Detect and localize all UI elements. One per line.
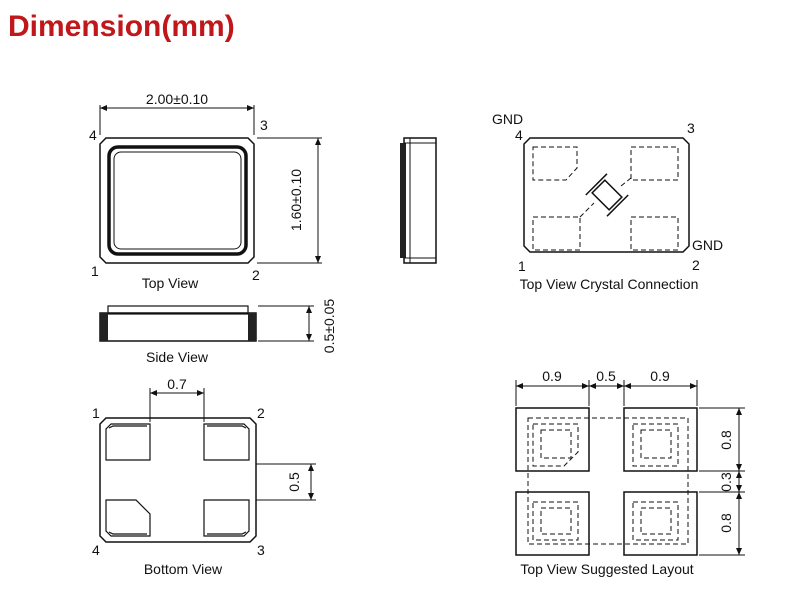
bottom-pad-2 — [203, 423, 250, 461]
side-view-lid — [107, 305, 249, 315]
layout-land-2 — [623, 407, 698, 472]
crystal-pad-3 — [630, 146, 679, 181]
bottom-view — [99, 388, 316, 543]
bottom-pad-1 — [105, 423, 151, 461]
crystal-pad-2 — [630, 216, 679, 251]
bottom-pad-3 — [203, 499, 250, 537]
crystal-gnd-bottom-label: GND — [692, 237, 723, 253]
layout-dim-right: 0.9 — [650, 368, 670, 384]
top-view — [99, 105, 322, 264]
crystal-pad-4 — [532, 146, 578, 181]
bottom-pin-3: 3 — [257, 542, 265, 558]
crystal-pin-1: 1 — [518, 258, 526, 274]
layout-dim-top: 0.8 — [718, 430, 734, 450]
top-view-outline — [99, 137, 255, 264]
side-view-thickness-label: 0.5±0.05 — [321, 299, 337, 354]
crystal-symbol — [585, 173, 629, 217]
bottom-pad-spacing-label: 0.5 — [286, 472, 302, 492]
crystal-gnd-top-label: GND — [492, 111, 523, 127]
top-view-pin-1: 1 — [91, 263, 99, 279]
bottom-pin-2: 2 — [257, 405, 265, 421]
crystal-pad-1 — [532, 216, 581, 251]
top-view-pin-3: 3 — [260, 117, 268, 133]
side-view-body — [99, 312, 257, 342]
crystal-view-caption: Top View Crystal Connection — [520, 276, 699, 292]
bottom-pad-width-label: 0.7 — [167, 376, 187, 392]
layout-land-4 — [623, 491, 698, 556]
bottom-pin-4: 4 — [92, 542, 100, 558]
side-view — [99, 305, 314, 342]
layout-view — [515, 380, 745, 556]
crystal-pin-3: 3 — [687, 120, 695, 136]
layout-view-caption: Top View Suggested Layout — [520, 561, 693, 577]
layout-land-1 — [515, 407, 590, 472]
layout-dim-mid: 0.5 — [596, 368, 616, 384]
bottom-pin-1: 1 — [92, 405, 100, 421]
layout-dim-left: 0.9 — [542, 368, 562, 384]
bottom-view-caption: Bottom View — [144, 561, 223, 577]
top-view-pin-4: 4 — [89, 127, 97, 143]
crystal-view — [523, 137, 690, 253]
bottom-pad-4 — [105, 499, 151, 537]
top-view-pin-2: 2 — [252, 267, 260, 283]
top-view-height-label: 1.60±0.10 — [288, 169, 304, 231]
page-title: Dimension(mm) — [8, 10, 235, 43]
layout-dim-bottom: 0.8 — [718, 513, 734, 533]
layout-dim-gap: 0.3 — [718, 472, 734, 492]
top-view-caption: Top View — [142, 275, 199, 291]
layout-land-3 — [515, 491, 590, 556]
crystal-pin-4: 4 — [515, 127, 523, 143]
side-view-caption: Side View — [146, 349, 209, 365]
crystal-pin-2: 2 — [692, 257, 700, 273]
top-view-width-label: 2.00±0.10 — [146, 91, 208, 107]
layout-package-outline — [527, 417, 689, 545]
top-view-lid — [107, 145, 248, 256]
end-view — [400, 137, 437, 264]
